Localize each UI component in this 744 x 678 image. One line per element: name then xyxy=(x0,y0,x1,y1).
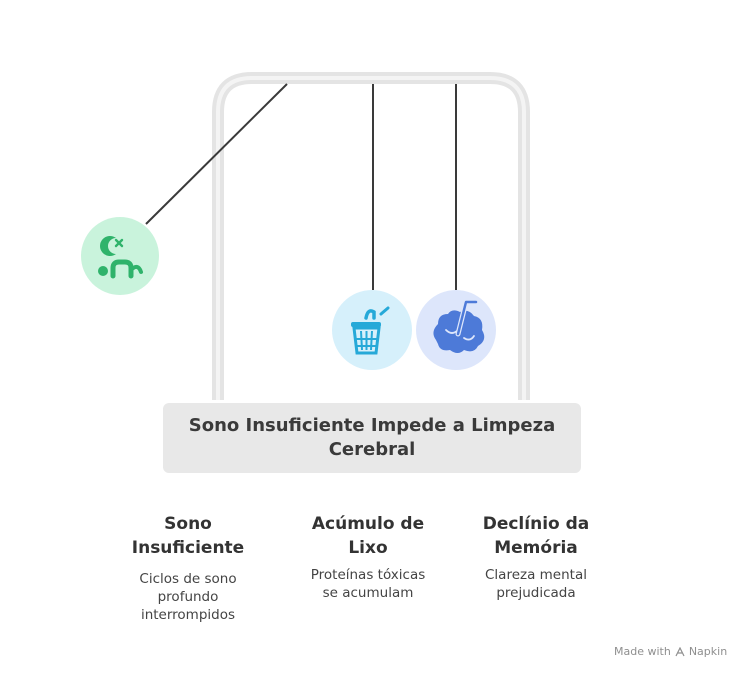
column-sleep: Sono Insuficiente Ciclos de sono profund… xyxy=(103,512,273,624)
desc-line: profundo xyxy=(157,589,219,605)
desc-line: Clareza mental xyxy=(485,567,587,583)
desc-line: Ciclos de sono xyxy=(139,571,237,587)
trash-basket-icon xyxy=(351,306,390,355)
title-line: Acúmulo de xyxy=(311,514,425,534)
column-title: Declínio da Memória xyxy=(451,512,621,560)
column-description: Proteínas tóxicas se acumulam xyxy=(283,566,453,602)
napkin-watermark[interactable]: Made with Napkin xyxy=(614,645,727,658)
desc-line: Proteínas tóxicas xyxy=(310,567,426,583)
brand-label: Napkin xyxy=(688,645,728,658)
column-title: Acúmulo de Lixo xyxy=(283,512,453,560)
title-line: Declínio da xyxy=(482,514,590,534)
column-trash: Acúmulo de Lixo Proteínas tóxicas se acu… xyxy=(283,512,453,602)
cradle-frame-inner xyxy=(216,76,526,400)
string-1 xyxy=(145,83,288,225)
brain-icon xyxy=(433,299,485,353)
desc-line: se acumulam xyxy=(322,585,414,601)
ball-trash xyxy=(332,290,412,370)
sleep-disruption-icon xyxy=(98,235,143,279)
cradle-base: Sono Insuficiente Impede a Limpeza Cereb… xyxy=(163,403,581,473)
column-description: Clareza mental prejudicada xyxy=(451,566,621,602)
napkin-logo-icon xyxy=(675,646,685,656)
title-line: Sono xyxy=(164,514,212,534)
ball-sleep xyxy=(81,217,159,295)
column-title: Sono Insuficiente xyxy=(103,512,273,560)
title-line: Memória xyxy=(494,538,578,558)
desc-line: interrompidos xyxy=(140,607,236,623)
made-with-label: Made with xyxy=(614,645,671,658)
diagram-title: Sono Insuficiente Impede a Limpeza Cereb… xyxy=(188,415,556,460)
title-line: Insuficiente xyxy=(131,538,245,558)
column-description: Ciclos de sono profundo interrompidos xyxy=(103,570,273,624)
desc-line: prejudicada xyxy=(496,585,576,601)
ball-brain xyxy=(416,290,496,370)
title-line: Lixo xyxy=(348,538,388,558)
column-memory: Declínio da Memória Clareza mental preju… xyxy=(451,512,621,602)
